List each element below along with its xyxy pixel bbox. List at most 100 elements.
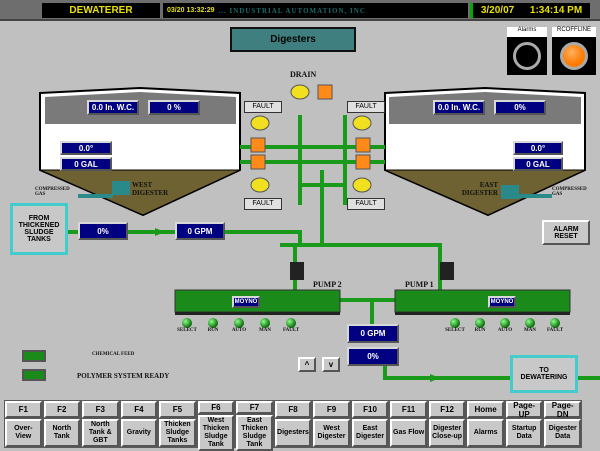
select-led-icon	[450, 318, 460, 328]
function-key-label[interactable]: Digesters	[274, 419, 312, 447]
function-key-code[interactable]: F8	[274, 401, 312, 418]
scroll-up-button[interactable]: ^	[298, 357, 316, 372]
indicator-label: MAN	[524, 328, 536, 333]
auto-led-icon	[234, 318, 244, 328]
offline-label: RCOFFLINE	[552, 27, 596, 37]
man-led-icon	[525, 318, 535, 328]
function-key-label[interactable]: West Digester	[313, 419, 350, 447]
east-pressure: 0.0 In. W.C.	[433, 100, 485, 115]
indicator-label: AUTO	[231, 328, 247, 333]
function-key-label[interactable]: Thicken Sludge Tanks	[159, 419, 196, 447]
east-digester-label: EAST DIGESTER	[461, 181, 498, 197]
page-title: Digesters	[230, 27, 356, 52]
function-key-code[interactable]: F10	[351, 401, 389, 418]
function-key-code[interactable]: Page-DN	[544, 401, 581, 419]
function-key-label[interactable]: North Tank & GBT	[82, 419, 119, 447]
function-key-label[interactable]: Gas Flow	[390, 419, 427, 447]
function-key-code[interactable]: F5	[159, 401, 196, 418]
alarm-reset-button[interactable]: ALARM RESET	[542, 220, 590, 245]
alarms-label: Alarms	[507, 27, 547, 37]
scroll-down-button[interactable]: v	[322, 357, 340, 372]
polymer-ready-lamp	[22, 369, 46, 381]
from-thickened-sludge-button[interactable]: FROM THICKENED SLUDGE TANKS	[10, 203, 68, 255]
function-key-code[interactable]: F11	[390, 401, 427, 418]
time: 1:34:14 PM	[529, 5, 583, 16]
auto-led-icon	[500, 318, 510, 328]
function-key-code[interactable]: Page-UP	[505, 401, 543, 419]
feed-flow: 0 GPM	[175, 222, 225, 240]
west-digester-tank	[39, 86, 241, 217]
function-key-label[interactable]: West Thicken Sludge Tank	[197, 415, 235, 451]
function-key-code[interactable]: Home	[467, 401, 504, 418]
west-volume: 0 GAL	[60, 157, 112, 171]
fault-led-icon	[550, 318, 560, 328]
banner-text: ... INDUSTRIAL AUTOMATION, INC	[218, 6, 366, 15]
select-led-icon	[182, 318, 192, 328]
fault-led-icon	[286, 318, 296, 328]
function-key-label[interactable]: Alarms	[467, 419, 504, 447]
function-key-code[interactable]: F12	[428, 401, 466, 418]
function-key-label[interactable]: Digester Data	[544, 419, 581, 447]
function-key-code[interactable]: F9	[313, 401, 350, 418]
indicator-label: RUN	[207, 328, 219, 333]
west-level: 0 %	[148, 100, 200, 115]
indicator-label: SELECT	[445, 328, 465, 333]
indicator-label: FAULT	[282, 328, 300, 333]
west-gas-label: COMPRESSED GAS	[35, 187, 70, 197]
discharge-pct: 0%	[347, 347, 399, 366]
east-temp: 0.0°	[513, 141, 563, 155]
offline-indicator[interactable]: RCOFFLINE	[552, 27, 596, 75]
function-key-code[interactable]: F7	[236, 401, 273, 414]
pump2-brand: MOYNO	[232, 296, 260, 308]
pump1-indicators: SELECT RUN AUTO MAN FAULT	[445, 318, 564, 333]
app-name: DEWATERER	[42, 3, 160, 18]
to-dewatering-button[interactable]: TO DEWATERING	[510, 355, 578, 393]
fault-indicator: FAULT	[244, 101, 282, 113]
indicator-label: SELECT	[177, 328, 197, 333]
function-key-code[interactable]: F1	[5, 401, 42, 418]
function-key-label[interactable]: East Thicken Sludge Tank	[236, 415, 273, 451]
function-key-code[interactable]: F6	[197, 401, 235, 414]
function-key-label[interactable]: Gravity	[120, 419, 158, 447]
fault-indicator: FAULT	[244, 198, 282, 210]
process-diagram	[39, 84, 600, 382]
function-key-code[interactable]: F2	[43, 401, 81, 418]
man-led-icon	[260, 318, 270, 328]
alarms-indicator[interactable]: Alarms	[507, 27, 547, 75]
indicator-label: AUTO	[497, 328, 513, 333]
west-temp: 0.0°	[60, 141, 112, 155]
west-pressure: 0.0 In. W.C.	[87, 100, 139, 115]
offline-lamp-icon	[560, 42, 588, 70]
event-banner: 03/20 13:32:29 ... INDUSTRIAL AUTOMATION…	[163, 3, 468, 18]
function-key-label[interactable]: East Digester	[351, 419, 389, 447]
valves	[250, 84, 372, 193]
function-key-label[interactable]: North Tank	[43, 419, 81, 447]
function-key-label[interactable]: Digester Close-up	[428, 419, 466, 447]
function-key-label[interactable]: Over-View	[5, 419, 42, 447]
alarm-lamp-icon	[513, 42, 541, 70]
function-key-code[interactable]: F4	[120, 401, 158, 418]
function-key-label[interactable]: Startup Data	[505, 419, 543, 447]
flow-arrow-icon	[430, 374, 440, 382]
function-key-code[interactable]: F3	[82, 401, 119, 418]
fault-indicator: FAULT	[347, 198, 385, 210]
indicator-label: FAULT	[546, 328, 564, 333]
east-gas-label: COMPRESSED GAS	[552, 187, 587, 197]
event-time: 03/20 13:32:29	[167, 7, 215, 14]
